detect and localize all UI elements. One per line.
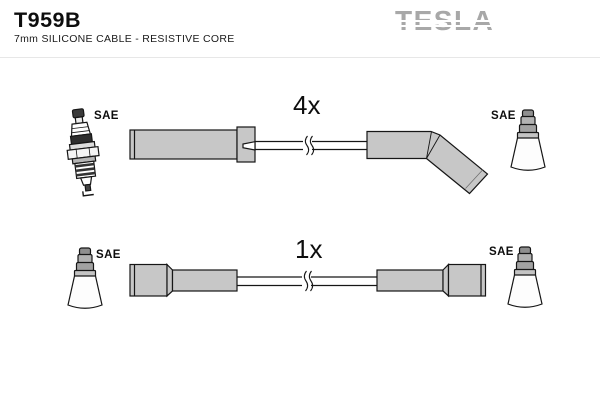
part-subtitle: 7mm SILICONE CABLE - RESISTIVE CORE (14, 33, 235, 45)
bottom-cable-wire (237, 270, 377, 292)
top-cable-wire (255, 135, 367, 156)
bottom-cable-quantity: 1x (295, 234, 323, 264)
sae-label-bottom-right: SAE (489, 246, 514, 258)
spark-plug-icon (66, 108, 100, 197)
top-cable-straight-boot-icon (129, 126, 256, 163)
logo-stripe (393, 25, 497, 27)
bottom-cable-right-connector-icon (376, 263, 487, 298)
part-number: T959B (14, 8, 82, 32)
tesla-logo: TESLA (393, 6, 497, 38)
logo-stripe (393, 20, 497, 22)
top-cable-quantity: 4x (293, 90, 321, 120)
coil-terminal-icon (510, 109, 546, 171)
bottom-cable-left-connector-icon (129, 263, 238, 298)
sae-label-top-left: SAE (94, 110, 119, 122)
top-cable-elbow-boot-icon (366, 130, 489, 195)
header-divider (0, 57, 600, 58)
sae-label-top-right: SAE (491, 110, 516, 122)
sae-label-bottom-left: SAE (96, 249, 121, 261)
